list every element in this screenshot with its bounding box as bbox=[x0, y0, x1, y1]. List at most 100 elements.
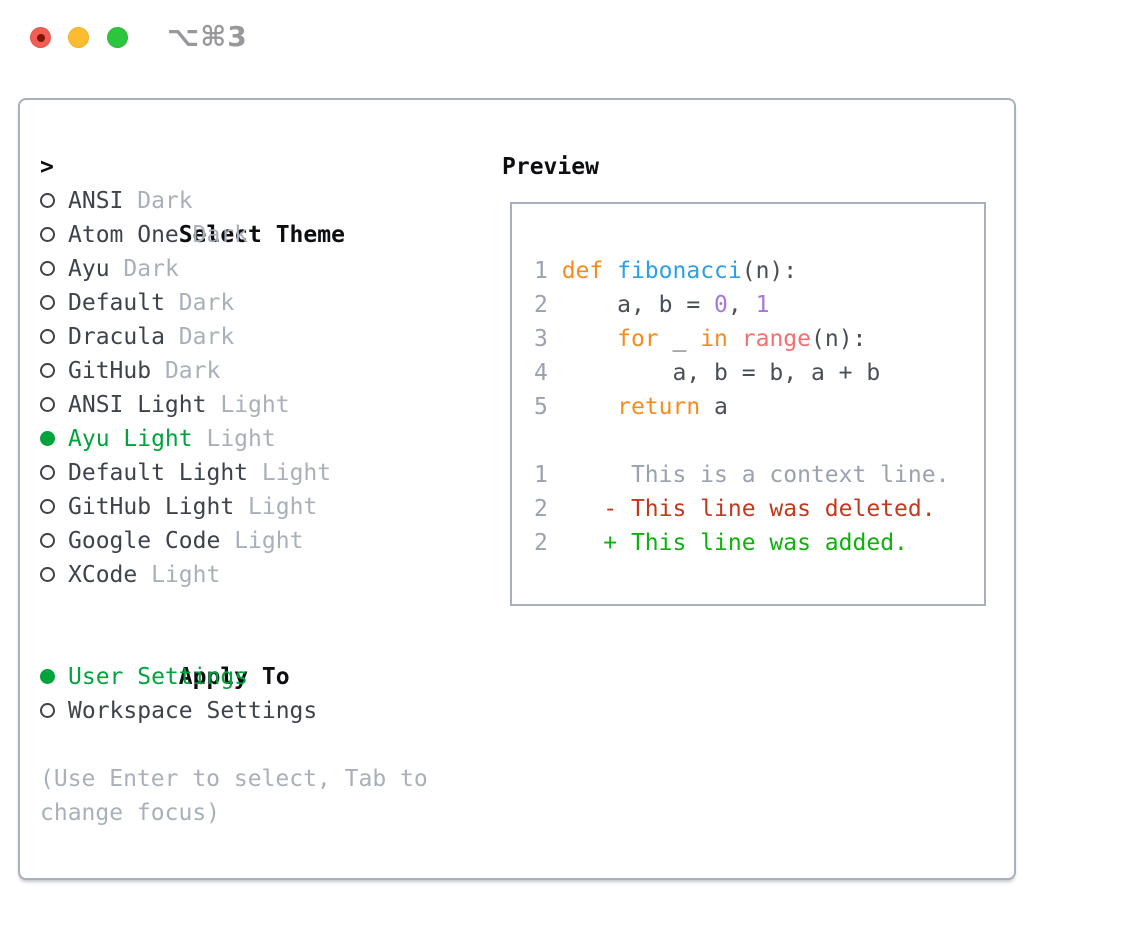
spacer bbox=[40, 592, 428, 626]
code-token-text bbox=[548, 530, 603, 556]
theme-variant: Light bbox=[234, 528, 304, 554]
code-token-keyword: def bbox=[561, 258, 604, 284]
preview-header: Preview bbox=[502, 154, 599, 180]
radio-icon bbox=[40, 465, 55, 480]
code-token-deleted: - This line was deleted. bbox=[603, 496, 936, 522]
radio-icon bbox=[40, 499, 55, 514]
code-token-text: a bbox=[700, 394, 728, 420]
apply-option-label: User Settings bbox=[68, 664, 249, 690]
apply-to-header: Apply To bbox=[40, 626, 428, 690]
code-token-builtin: range bbox=[741, 326, 811, 352]
theme-variant: Light bbox=[151, 562, 221, 588]
code-token-context: This is a context line. bbox=[547, 462, 950, 488]
theme-variant: Dark bbox=[164, 358, 221, 384]
code-token-text: a, b = b, a + b bbox=[672, 360, 881, 386]
radio-icon bbox=[40, 261, 55, 276]
code-line: 3 for _ in range(n): bbox=[534, 322, 984, 356]
code-token-text: (n): bbox=[811, 326, 867, 352]
theme-name: Ayu bbox=[68, 256, 110, 282]
hint-line-2: change focus) bbox=[40, 800, 221, 826]
theme-item-ayu[interactable]: Ayu Dark bbox=[40, 252, 428, 286]
theme-name: ANSI bbox=[68, 188, 124, 214]
theme-item-xcode[interactable]: XCode Light bbox=[40, 558, 428, 592]
theme-name: Atom One bbox=[68, 222, 179, 248]
theme-name: Ayu Light bbox=[68, 426, 193, 452]
code-token-text: _ bbox=[658, 326, 701, 352]
code-token-number: 0 bbox=[714, 292, 728, 318]
code-token-added: + This line was added. bbox=[603, 530, 908, 556]
prompt-icon: > bbox=[40, 154, 54, 180]
code-line bbox=[534, 424, 984, 458]
zoom-button[interactable] bbox=[107, 27, 128, 48]
theme-item-ayu-light[interactable]: Ayu Light Light bbox=[40, 422, 428, 456]
radio-icon bbox=[40, 193, 55, 208]
code-token-keyword: for bbox=[617, 326, 659, 352]
radio-icon bbox=[40, 397, 55, 412]
theme-item-default[interactable]: Default Dark bbox=[40, 286, 428, 320]
code-token-lineno: 1 bbox=[534, 462, 548, 488]
theme-item-ansi[interactable]: ANSI Dark bbox=[40, 184, 428, 218]
select-theme-title: Select Theme bbox=[178, 222, 345, 248]
hint-line-1: (Use Enter to select, Tab to bbox=[40, 766, 428, 792]
apply-option-label: Workspace Settings bbox=[68, 698, 318, 724]
theme-variant: Dark bbox=[137, 188, 193, 214]
theme-name: GitHub bbox=[68, 358, 152, 384]
code-token-lineno: 3 bbox=[534, 326, 618, 352]
radio-icon bbox=[40, 567, 55, 582]
radio-icon bbox=[40, 363, 55, 378]
code-token-text bbox=[548, 496, 603, 522]
code-token-text: (n): bbox=[741, 258, 798, 284]
theme-variant: Dark bbox=[178, 290, 235, 316]
theme-name: GitHub Light bbox=[68, 494, 235, 520]
code-token-text bbox=[603, 258, 617, 284]
theme-item-github-light[interactable]: GitHub Light Light bbox=[40, 490, 428, 524]
code-line: 2 a, b = 0, 1 bbox=[534, 288, 984, 322]
code-token-keyword: in bbox=[700, 326, 728, 352]
theme-name: Google Code bbox=[68, 528, 221, 554]
radio-icon bbox=[40, 227, 55, 242]
code-line: 2 + This line was added. bbox=[534, 526, 984, 560]
theme-variant: Light bbox=[261, 460, 332, 486]
theme-name: XCode bbox=[68, 562, 138, 588]
select-theme-header: > Select Theme bbox=[40, 150, 428, 248]
code-token-lineno: 5 bbox=[534, 394, 618, 420]
code-token-lineno: 2 bbox=[534, 292, 618, 318]
code-token-text: , bbox=[727, 292, 756, 318]
theme-variant: Dark bbox=[178, 324, 235, 350]
code-line: 4 a, b = b, a + b bbox=[534, 356, 984, 390]
theme-variant: Dark bbox=[123, 256, 179, 282]
code-token-lineno: 2 bbox=[534, 496, 548, 522]
code-token-text: a, b = bbox=[617, 292, 715, 318]
radio-icon bbox=[40, 295, 55, 310]
code-token-lineno: 1 bbox=[534, 258, 562, 284]
theme-name: Default bbox=[68, 290, 165, 316]
theme-item-github[interactable]: GitHub Dark bbox=[40, 354, 428, 388]
theme-name: Default Light bbox=[68, 460, 249, 486]
code-token-keyword: return bbox=[617, 394, 701, 420]
code-line: 1 This is a context line. bbox=[534, 458, 984, 492]
close-button[interactable] bbox=[30, 27, 51, 48]
theme-item-ansi-light[interactable]: ANSI Light Light bbox=[40, 388, 428, 422]
theme-name: Dracula bbox=[68, 324, 165, 350]
minimize-button[interactable] bbox=[68, 27, 89, 48]
window-title: ⌥⌘3 bbox=[167, 20, 248, 53]
titlebar: ⌥⌘3 bbox=[0, 0, 1140, 74]
theme-variant: Dark bbox=[192, 222, 249, 248]
theme-item-default-light[interactable]: Default Light Light bbox=[40, 456, 428, 490]
theme-item-google-code[interactable]: Google Code Light bbox=[40, 524, 428, 558]
apply-option-workspace-settings[interactable]: Workspace Settings bbox=[40, 694, 428, 728]
theme-item-dracula[interactable]: Dracula Dark bbox=[40, 320, 428, 354]
theme-variant: Light bbox=[248, 494, 318, 520]
theme-variant: Light bbox=[206, 426, 276, 452]
radio-selected-icon bbox=[40, 431, 55, 446]
apply-option-user-settings[interactable]: User Settings bbox=[40, 660, 428, 694]
theme-item-atom-one[interactable]: Atom One Dark bbox=[40, 218, 428, 252]
theme-variant: Light bbox=[220, 392, 290, 418]
code-line: 2 - This line was deleted. bbox=[534, 492, 984, 526]
theme-name: ANSI Light bbox=[68, 392, 207, 418]
